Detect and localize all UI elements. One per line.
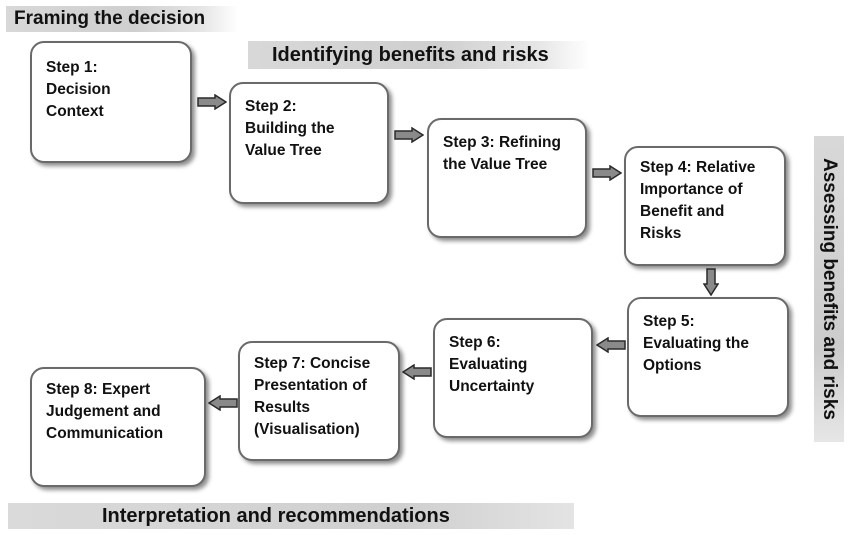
- banner-assessing-benefits-and-risks: Assessing benefits and risks: [814, 136, 844, 442]
- banner-interpretation-and-recommendations: Interpretation and recommendations: [8, 503, 574, 529]
- step-3-box: Step 3: Refining the Value Tree: [427, 118, 587, 238]
- step-2-box: Step 2: Building the Value Tree: [229, 82, 389, 204]
- step-7-box: Step 7: Concise Presentation of Results …: [238, 341, 400, 461]
- step-4-box: Step 4: Relative Importance of Benefit a…: [624, 146, 786, 266]
- banner-identifying-benefits-and-risks: Identifying benefits and risks: [248, 41, 590, 69]
- step-5-box: Step 5: Evaluating the Options: [627, 297, 789, 417]
- step-1-box: Step 1: Decision Context: [30, 41, 192, 163]
- arrow-right-icon: [592, 165, 622, 181]
- banner-identifying-label: Identifying benefits and risks: [272, 43, 549, 66]
- banner-assessing-label: Assessing benefits and risks: [819, 158, 840, 420]
- arrow-left-icon: [596, 337, 626, 353]
- arrow-right-icon: [197, 94, 227, 110]
- arrow-down-icon: [703, 268, 719, 296]
- banner-framing-label: Framing the decision: [14, 8, 206, 29]
- arrow-left-icon: [208, 395, 238, 411]
- arrow-right-icon: [394, 127, 424, 143]
- step-6-box: Step 6: Evaluating Uncertainty: [433, 318, 593, 438]
- arrow-left-icon: [402, 364, 432, 380]
- banner-interpretation-label: Interpretation and recommendations: [102, 504, 450, 527]
- step-8-box: Step 8: Expert Judgement and Communicati…: [30, 367, 206, 487]
- banner-framing-the-decision: Framing the decision: [6, 6, 238, 32]
